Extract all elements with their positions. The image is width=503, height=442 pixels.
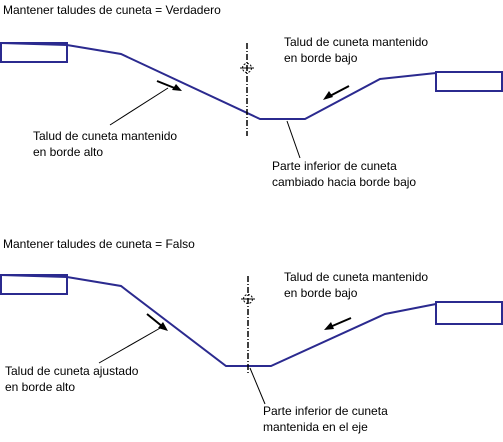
right-pavement <box>435 301 503 325</box>
diagram-true-title: Mantener taludes de cuneta = Verdadero <box>3 3 221 17</box>
callout-low-line2: en borde bajo <box>284 51 358 65</box>
callout-bottom-line1: Parte inferior de cuneta <box>263 404 388 418</box>
callout-low-line2: en borde bajo <box>284 286 358 300</box>
leader-line <box>249 367 266 405</box>
arrow-icon <box>146 313 168 331</box>
diagram-false-title: Mantener taludes de cuneta = Falso <box>3 237 195 251</box>
callout-high-line2: en borde alto <box>5 380 75 394</box>
callout-bottom-line2: cambiado hacia borde bajo <box>272 175 416 189</box>
leader-line <box>98 326 163 364</box>
ditch-profile-line <box>0 42 437 120</box>
callout-bottom-line2: mantenida en el eje <box>263 420 368 434</box>
callout-high-line1: Talud de cuneta ajustado <box>5 364 139 378</box>
circle-cross-icon <box>240 63 254 73</box>
callout-high-line2: en borde alto <box>33 145 103 159</box>
callout-bottom-line1: Parte inferior de cuneta <box>272 159 397 173</box>
arrow-icon <box>323 85 350 100</box>
circle-cross-icon <box>241 294 255 304</box>
arrow-icon <box>324 317 352 330</box>
diagram-true: Mantener taludes de cuneta = Verdadero T… <box>0 3 503 189</box>
callout-low-line1: Talud de cuneta mantenido <box>284 270 428 284</box>
left-pavement <box>0 42 68 63</box>
callout-low-line1: Talud de cuneta mantenido <box>284 35 428 49</box>
left-pavement <box>0 274 68 295</box>
right-pavement <box>435 71 503 92</box>
callout-high-line1: Talud de cuneta mantenido <box>33 129 177 143</box>
leader-line <box>109 87 169 126</box>
ditch-profile-line <box>0 274 437 367</box>
diagram-false: Mantener taludes de cuneta = Falso Talud… <box>0 237 503 434</box>
leader-line <box>286 120 301 159</box>
arrow-icon <box>156 80 182 91</box>
